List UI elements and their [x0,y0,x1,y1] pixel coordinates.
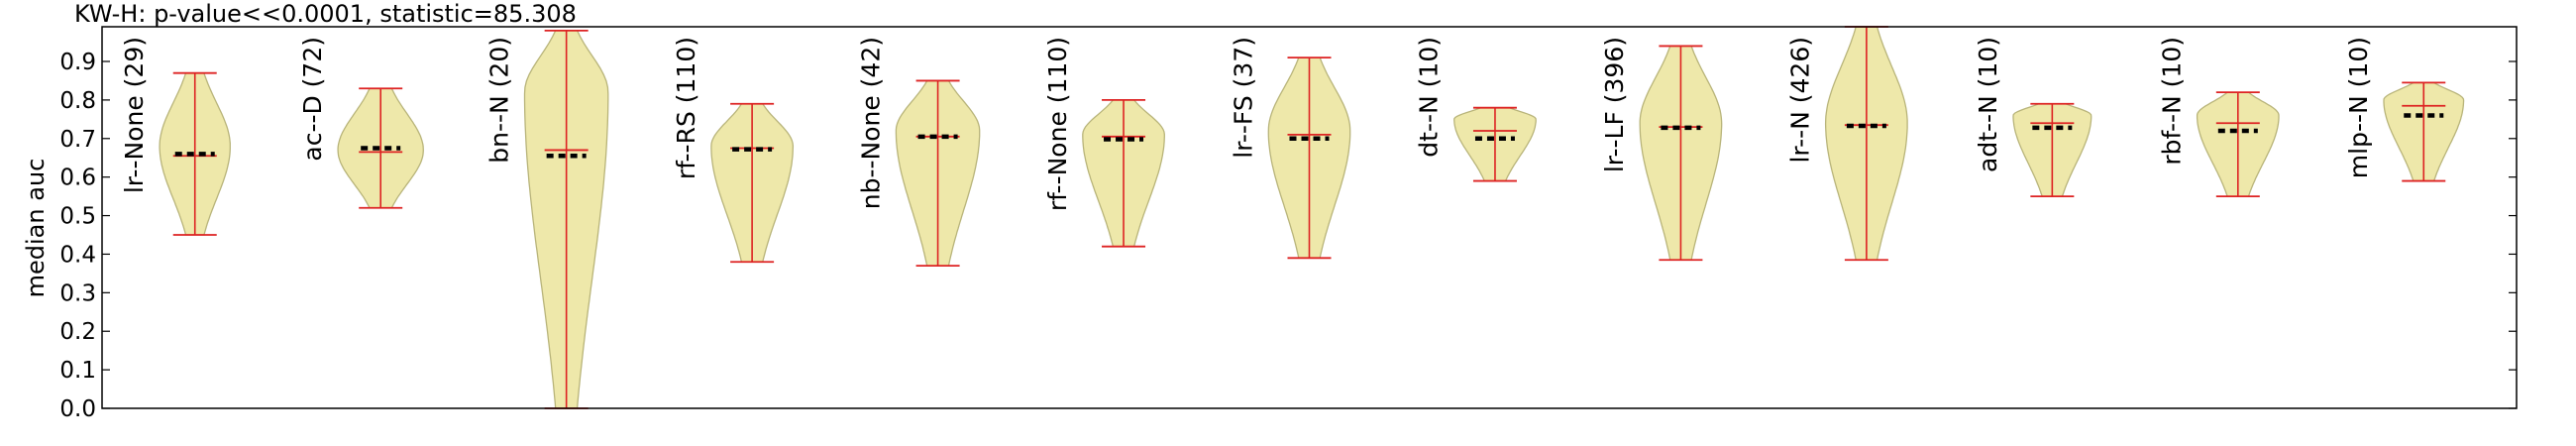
violin-group-label: dt--N (10) [1415,37,1444,158]
y-tick-label: 0.2 [59,319,96,345]
plot-frame-rect [101,26,2518,409]
violin-group-label: adt--N (10) [1974,37,2002,172]
violin-group-label: lr--FS (37) [1229,37,1257,159]
y-tick-label: 0.7 [59,127,96,153]
violin-group-label: rf--RS (110) [672,37,700,179]
y-tick-label: 0.6 [59,166,96,191]
y-tick-label: 0.5 [59,204,96,230]
violins-layer: lr--None (29) ac--D (72) bn--N (20) rf--RS … [120,26,2465,409]
y-axis-label: median auc [22,159,50,298]
violin-group-label: bn--N (20) [485,37,514,164]
y-tick-label: 0.4 [59,242,96,268]
y-tick-label: 0.9 [59,50,96,75]
plot-frame [101,26,2518,409]
y-axis-ticks: 0.0 0.1 0.2 0.3 0.4 0.5 0.6 0.7 0.8 0.9 [59,50,2517,422]
y-tick-label: 0.3 [59,280,96,306]
violin-group-label: nb--None (42) [856,37,885,209]
violin-group-label: lr--N (426) [1786,37,1815,164]
violin-group-label: lr--None (29) [120,37,149,193]
violin-group-label: rf--None (110) [1043,37,1072,211]
violin-group-label: lr--LF (396) [1600,37,1629,172]
y-tick-label: 0.0 [59,396,96,422]
violin-group-label: ac--D (72) [298,37,327,162]
y-tick-label: 0.8 [59,88,96,114]
violin-group-label: rbf--N (10) [2158,37,2187,166]
chart-title: KW-H: p-value<<0.0001, statistic=85.308 [74,0,577,28]
y-tick-label: 0.1 [59,358,96,384]
violin-group-label: mlp--N (10) [2344,37,2373,178]
